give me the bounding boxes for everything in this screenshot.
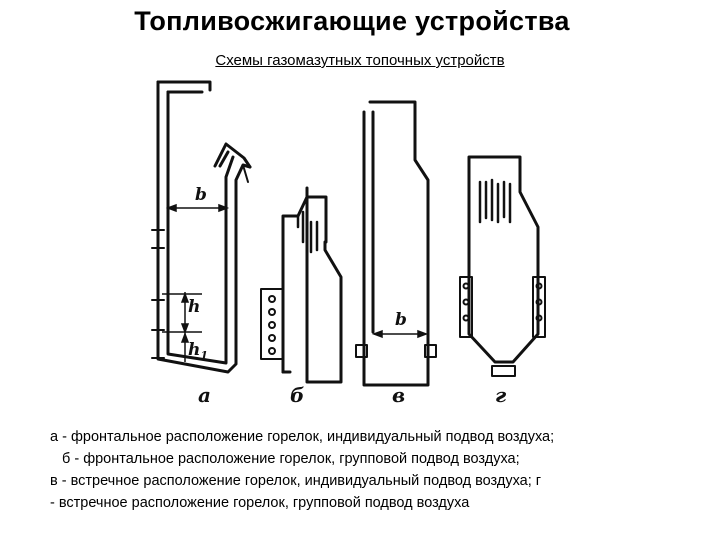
diagram-caption: а - фронтальное расположение горелок, ин… [50, 426, 700, 514]
scheme-b-label: б [290, 383, 304, 407]
caption-line-a: а - фронтальное расположение горелок, ин… [50, 429, 555, 445]
dimension-lines [162, 203, 429, 362]
dimension-b2-label: b [395, 310, 407, 330]
caption-line-v: в - встречное расположение горелок, инди… [50, 473, 542, 489]
caption-line-g: - встречное расположение горелок, группо… [50, 495, 470, 511]
scheme-b-furnace [260, 186, 343, 384]
dimension-h1-label: h1 [188, 340, 208, 362]
caption-line-b: б - фронтальное расположение горелок, гр… [62, 451, 520, 467]
scheme-g-furnace [459, 155, 546, 377]
scheme-g-label: г [495, 383, 507, 407]
scheme-v-furnace [355, 100, 437, 387]
dimension-h-label: h [188, 297, 200, 317]
scheme-v-label: в [392, 383, 405, 407]
scheme-a-furnace [151, 80, 252, 374]
page-subtitle: Схемы газомазутных топочных устройств [215, 52, 505, 69]
scheme-a-label: a [198, 383, 211, 407]
furnace-schemes-diagram: b h h1 b a б в г [151, 80, 546, 407]
page-title: Топливосжигающие устройства [134, 6, 570, 36]
dimension-b-label: b [195, 185, 207, 205]
